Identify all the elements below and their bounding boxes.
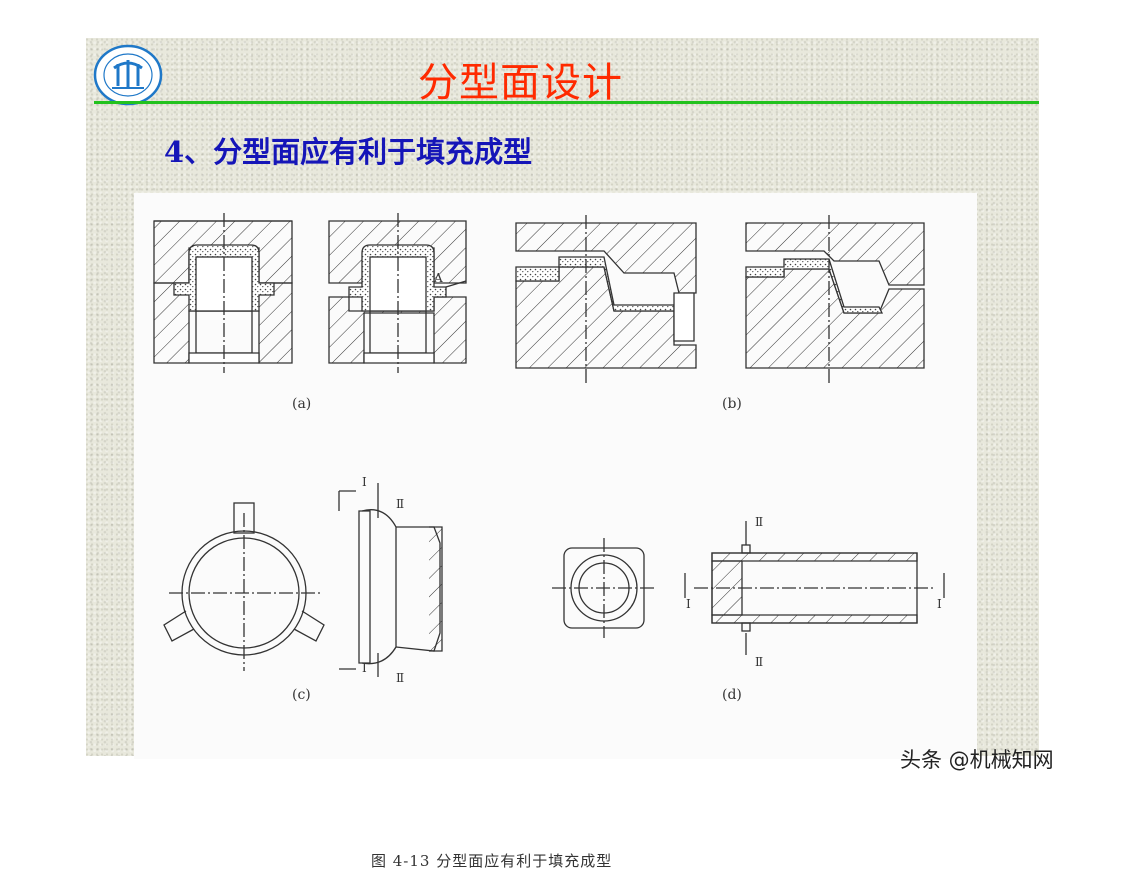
mark-II-top: Ⅱ	[396, 497, 405, 511]
mark-I-bottom: I	[362, 661, 367, 675]
watermark: 头条 @机械知网	[900, 748, 1054, 772]
mark-I-top: I	[362, 475, 367, 489]
mark-I-d-left: I	[686, 597, 691, 611]
diagram-d-section-view	[684, 521, 945, 655]
slide-title: 分型面设计	[418, 60, 623, 106]
figure-drawing	[153, 213, 945, 677]
diagram-c-front-view	[163, 502, 325, 671]
mark-II-bottom: Ⅱ	[396, 671, 405, 685]
label-c: (c)	[292, 687, 311, 703]
figure-4-13: (a) (b) (c) (d) A I Ⅱ I Ⅱ Ⅱ Ⅱ I I 图 4-13…	[134, 193, 977, 870]
title-divider	[94, 101, 1039, 104]
slide: 分型面设计 4、分型面应有利于填充成型	[86, 38, 1039, 870]
diagram-b-left	[515, 215, 697, 383]
label-d: (d)	[722, 687, 742, 703]
label-a: (a)	[292, 396, 312, 412]
figure-caption: 图 4-13 分型面应有利于填充成型	[371, 852, 613, 870]
mark-I-d-right: I	[937, 597, 942, 611]
mark-II-d-bottom: Ⅱ	[755, 655, 764, 669]
diagram-c-section-view	[338, 483, 443, 677]
diagram-a-right	[328, 213, 467, 373]
mark-A: A	[434, 271, 443, 285]
label-b: (b)	[722, 396, 742, 412]
university-seal-icon	[92, 44, 164, 106]
diagram-a-left	[153, 213, 293, 373]
slide-subtitle: 4、分型面应有利于填充成型	[164, 135, 533, 169]
diagram-d-front-view	[552, 538, 656, 638]
diagram-b-right	[745, 215, 925, 383]
mark-II-d-top: Ⅱ	[755, 515, 764, 529]
